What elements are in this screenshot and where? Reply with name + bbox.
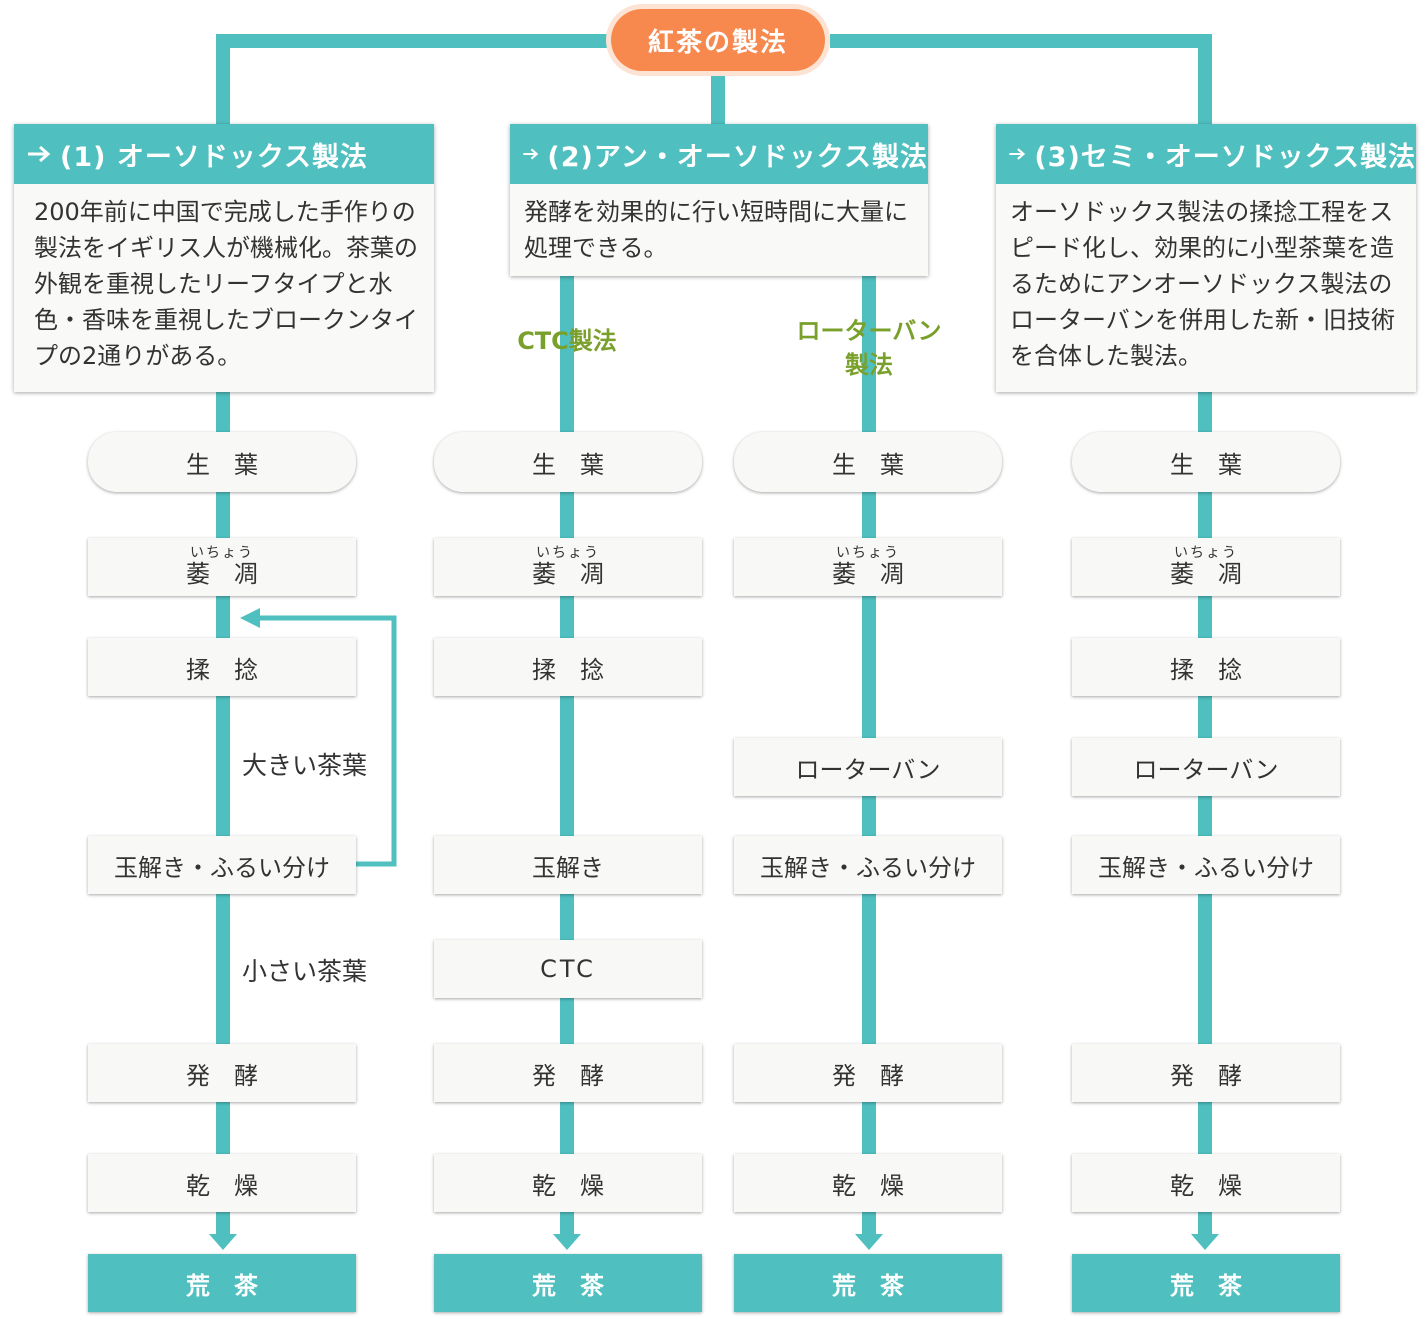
- step-breaking: 玉解き: [434, 836, 702, 894]
- semi-trunk: [1198, 392, 1212, 1238]
- small-leaf-note: 小さい茶葉: [242, 957, 368, 986]
- step-withering: いちょう萎 凋: [434, 538, 702, 596]
- step-fresh-leaf: 生 葉: [434, 432, 702, 492]
- step-fresh-leaf: 生 葉: [734, 432, 1002, 492]
- step-drying: 乾 燥: [734, 1154, 1002, 1212]
- step-drying: 乾 燥: [434, 1154, 702, 1212]
- step-fermentation: 発 酵: [434, 1044, 702, 1102]
- step-rotorvane: ローターバン: [734, 738, 1002, 796]
- root-node: 紅茶の製法: [606, 4, 830, 76]
- step-rotorvane: ローターバン: [1072, 738, 1340, 796]
- large-leaf-note: 大きい茶葉: [242, 751, 368, 780]
- step-fermentation: 発 酵: [1072, 1044, 1340, 1102]
- ruby-text: いちょう: [190, 545, 254, 561]
- ctc-method-label: CTC製法: [517, 327, 617, 355]
- step-crude-tea: 荒 茶: [734, 1254, 1002, 1312]
- rotorvane-method-label: ローターバン製法: [796, 317, 942, 379]
- method-card-unorthodox: (2)アン・オーソドックス製法 発酵を効果的に行い短時間に大量に処理できる。: [510, 124, 928, 276]
- arrow-right-icon: [1009, 148, 1026, 160]
- step-crude-tea: 荒 茶: [88, 1254, 356, 1312]
- ruby-text: いちょう: [1174, 545, 1238, 561]
- step-crude-tea: 荒 茶: [1072, 1254, 1340, 1312]
- step-rolling: 揉 捻: [434, 638, 702, 696]
- arrow-right-icon: [28, 145, 51, 163]
- step-withering: いちょう萎 凋: [734, 538, 1002, 596]
- step-sifting: 玉解き・ふるい分け: [734, 836, 1002, 894]
- connector-line: [711, 76, 725, 124]
- connector-line: [216, 34, 608, 48]
- step-rolling: 揉 捻: [88, 638, 356, 696]
- loop-back-arrow: [240, 608, 397, 867]
- orthodox-trunk: [216, 392, 230, 1238]
- step-fresh-leaf: 生 葉: [1072, 432, 1340, 492]
- method-description: オーソドックス製法の揉捻工程をスピード化し、効果的に小型茶葉を造るためにアンオー…: [1010, 198, 1395, 370]
- method-description: 発酵を効果的に行い短時間に大量に処理できる。: [524, 198, 908, 262]
- step-withering: いちょう萎 凋: [88, 538, 356, 596]
- step-fermentation: 発 酵: [734, 1044, 1002, 1102]
- connector-line: [216, 34, 230, 124]
- step-withering: いちょう萎 凋: [1072, 538, 1340, 596]
- step-fermentation: 発 酵: [88, 1044, 356, 1102]
- method-card-semi: (3)セミ・オーソドックス製法 オーソドックス製法の揉捻工程をスピード化し、効果…: [996, 124, 1416, 392]
- arrow-right-icon: [523, 148, 539, 160]
- connector-line: [830, 34, 1212, 48]
- connector-line: [1198, 34, 1212, 124]
- step-sifting: 玉解き・ふるい分け: [88, 836, 356, 894]
- step-sifting: 玉解き・ふるい分け: [1072, 836, 1340, 894]
- method-title: (2)アン・オーソドックス製法: [547, 141, 928, 173]
- step-drying: 乾 燥: [1072, 1154, 1340, 1212]
- root-title: 紅茶の製法: [611, 9, 825, 71]
- method-title: (3)セミ・オーソドックス製法: [1034, 141, 1416, 173]
- ruby-text: いちょう: [836, 545, 900, 561]
- arrow-down-icon: [209, 1234, 237, 1250]
- step-fresh-leaf: 生 葉: [88, 432, 356, 492]
- step-drying: 乾 燥: [88, 1154, 356, 1212]
- step-ctc: CTC: [434, 940, 702, 998]
- method-card-orthodox: (1) オーソドックス製法 200年前に中国で完成した手作りの製法をイギリス人が…: [14, 124, 434, 392]
- method-title: (1) オーソドックス製法: [60, 141, 369, 173]
- method-description: 200年前に中国で完成した手作りの製法をイギリス人が機械化。茶葉の外観を重視した…: [34, 198, 418, 370]
- arrow-down-icon: [553, 1234, 581, 1250]
- step-crude-tea: 荒 茶: [434, 1254, 702, 1312]
- arrow-down-icon: [1191, 1234, 1219, 1250]
- arrow-down-icon: [855, 1234, 883, 1250]
- ruby-text: いちょう: [536, 545, 600, 561]
- step-rolling: 揉 捻: [1072, 638, 1340, 696]
